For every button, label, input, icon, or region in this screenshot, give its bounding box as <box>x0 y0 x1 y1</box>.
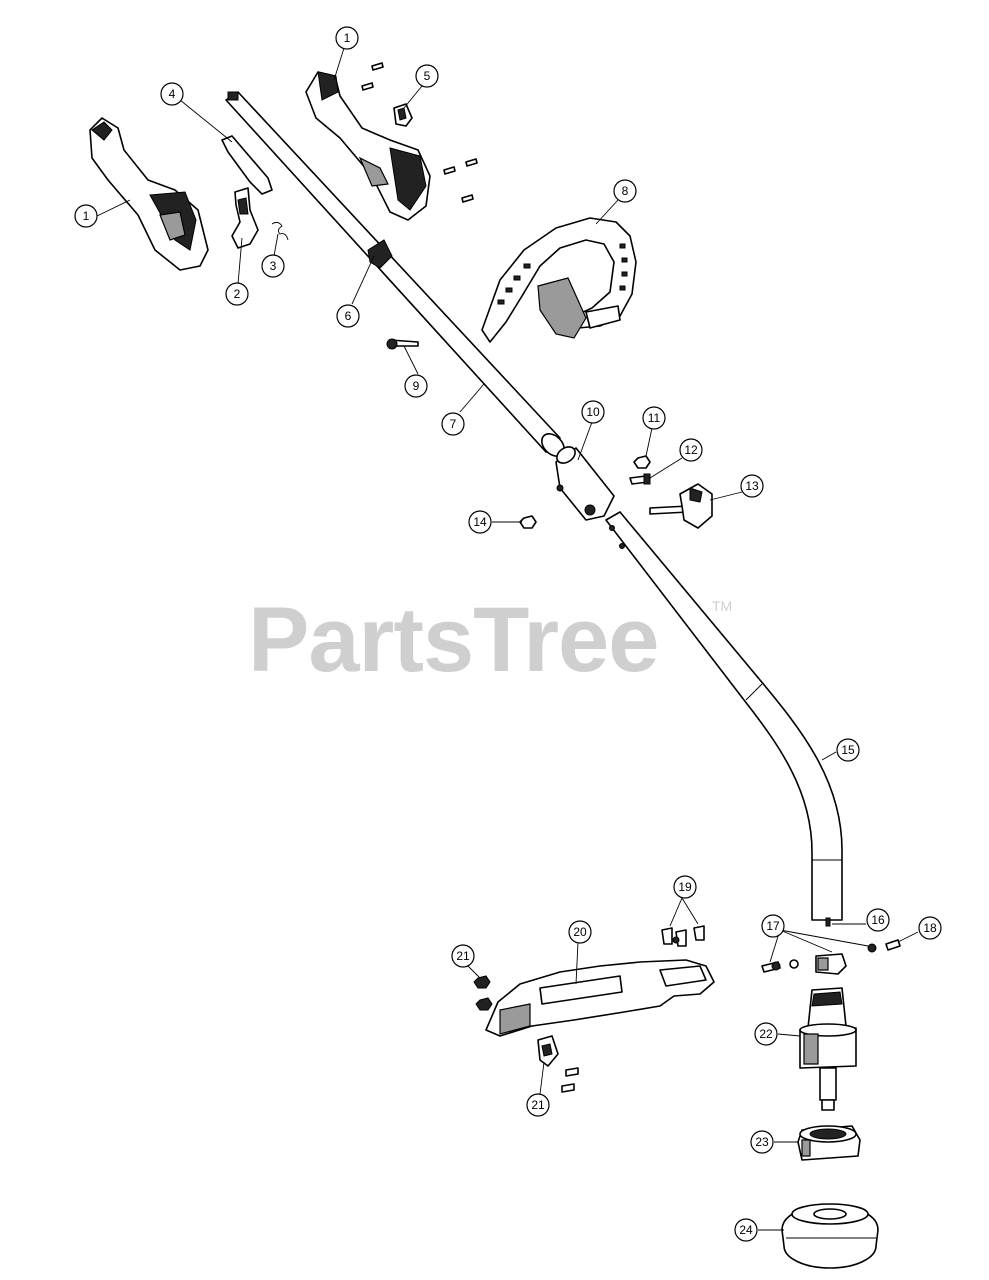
clamp-assembly[interactable] <box>761 943 877 975</box>
spring[interactable] <box>271 221 289 241</box>
callout-24[interactable]: 24 <box>734 1218 758 1242</box>
svg-text:1: 1 <box>83 209 90 223</box>
callout-11[interactable]: 11 <box>642 406 666 430</box>
svg-text:6: 6 <box>345 309 352 323</box>
svg-text:9: 9 <box>413 379 420 393</box>
upper-shaft-tube[interactable] <box>225 91 569 461</box>
spool-housing[interactable] <box>797 1125 861 1161</box>
callout-6[interactable]: 6 <box>336 304 360 328</box>
callout-14[interactable]: 14 <box>468 510 492 534</box>
callout-3[interactable]: 3 <box>261 254 285 278</box>
callout-10[interactable]: 10 <box>581 400 605 424</box>
callout-2[interactable]: 2 <box>225 282 249 306</box>
trademark-mark: TM <box>712 598 733 614</box>
handle-housing-left[interactable] <box>89 117 209 271</box>
svg-text:21: 21 <box>531 1098 545 1112</box>
bump-knob-spool[interactable] <box>781 1203 879 1269</box>
cord-lock[interactable] <box>393 103 413 127</box>
bolt-12[interactable] <box>629 473 651 485</box>
svg-text:13: 13 <box>745 479 759 493</box>
svg-text:21: 21 <box>456 949 470 963</box>
callout-15[interactable]: 15 <box>836 738 860 762</box>
svg-text:23: 23 <box>755 1135 769 1149</box>
shaft-coupler[interactable] <box>554 444 615 521</box>
hardware-21-upper[interactable] <box>473 975 493 1011</box>
hardware-21-lower[interactable] <box>537 1035 579 1093</box>
callout-1-top[interactable]: 1 <box>335 26 359 50</box>
callout-1-left[interactable]: 1 <box>74 204 98 228</box>
assist-handle[interactable] <box>481 217 637 343</box>
callout-13[interactable]: 13 <box>740 474 764 498</box>
shaft-clip[interactable] <box>367 239 393 269</box>
svg-text:1: 1 <box>344 31 351 45</box>
svg-text:2: 2 <box>234 287 241 301</box>
screws-19[interactable] <box>661 925 705 947</box>
svg-text:3: 3 <box>270 259 277 273</box>
svg-text:10: 10 <box>586 405 600 419</box>
lower-curved-shaft[interactable] <box>605 511 843 921</box>
callout-9[interactable]: 9 <box>404 374 428 398</box>
svg-text:18: 18 <box>923 921 937 935</box>
svg-text:4: 4 <box>169 87 176 101</box>
svg-text:24: 24 <box>739 1223 753 1237</box>
callout-17[interactable]: 17 <box>761 914 785 938</box>
callout-21-upper[interactable]: 21 <box>451 944 475 968</box>
callout-23[interactable]: 23 <box>750 1130 774 1154</box>
leader-lines <box>96 47 919 1231</box>
trigger[interactable] <box>231 187 259 249</box>
svg-text:15: 15 <box>841 743 855 757</box>
callout-8[interactable]: 8 <box>613 179 637 203</box>
svg-text:19: 19 <box>678 880 692 894</box>
handle-bolt[interactable] <box>386 338 419 350</box>
callout-4[interactable]: 4 <box>160 82 184 106</box>
nut-14[interactable] <box>519 515 537 529</box>
callout-20[interactable]: 20 <box>568 920 592 944</box>
callout-21-lower[interactable]: 21 <box>526 1093 550 1117</box>
svg-text:12: 12 <box>684 443 698 457</box>
svg-text:22: 22 <box>759 1027 773 1041</box>
svg-text:11: 11 <box>648 411 661 425</box>
housing-screws[interactable] <box>361 62 478 203</box>
switch-bar[interactable] <box>221 135 273 195</box>
callout-7[interactable]: 7 <box>441 412 465 436</box>
svg-text:20: 20 <box>573 925 587 939</box>
svg-text:14: 14 <box>473 515 487 529</box>
callout-5[interactable]: 5 <box>415 64 439 88</box>
handle-housing-right[interactable] <box>305 71 431 221</box>
callout-12[interactable]: 12 <box>679 438 703 462</box>
callout-22[interactable]: 22 <box>754 1022 778 1046</box>
screw-18[interactable] <box>885 939 901 951</box>
callout-18[interactable]: 18 <box>918 916 942 940</box>
svg-text:8: 8 <box>622 184 629 198</box>
pin-16[interactable] <box>825 917 831 927</box>
svg-text:16: 16 <box>871 913 885 927</box>
knob-13[interactable] <box>649 483 713 529</box>
debris-guard[interactable] <box>485 959 715 1037</box>
callout-19[interactable]: 19 <box>673 875 697 899</box>
svg-text:5: 5 <box>424 69 431 83</box>
partstree-watermark: PartsTree <box>248 589 659 691</box>
svg-text:7: 7 <box>450 417 457 431</box>
drive-head[interactable] <box>799 987 857 1111</box>
callout-16[interactable]: 16 <box>866 908 890 932</box>
svg-text:17: 17 <box>766 919 780 933</box>
nut-11[interactable] <box>633 455 651 469</box>
